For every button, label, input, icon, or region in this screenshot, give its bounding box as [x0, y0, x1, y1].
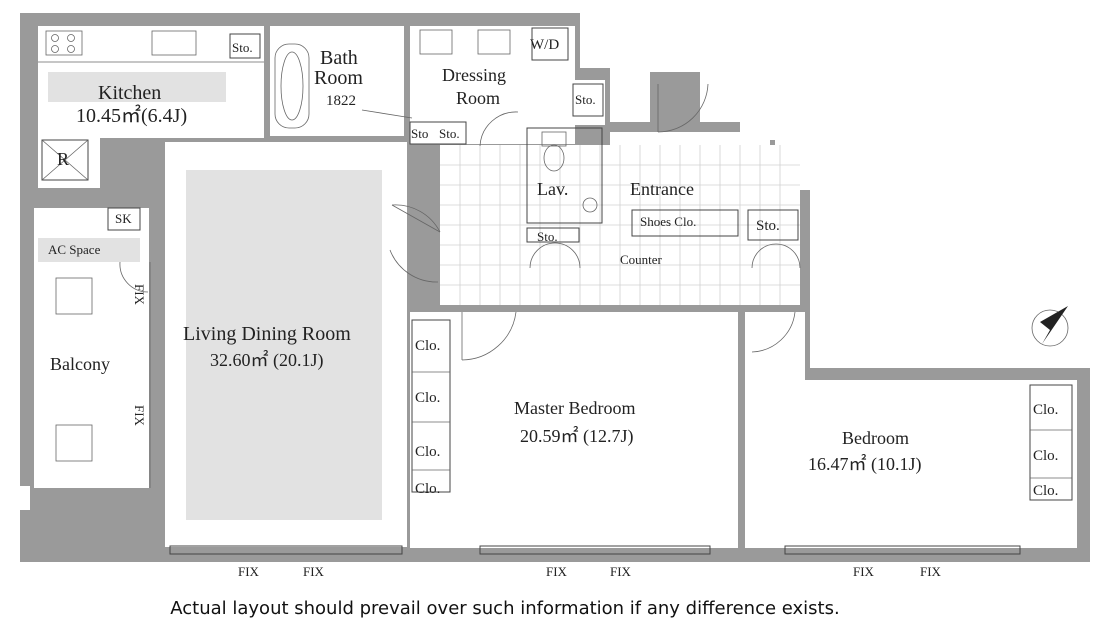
kitchen-storage: [229, 33, 261, 59]
compass-icon: [1031, 306, 1069, 347]
dressing-area: [410, 26, 575, 144]
dressing-label-1: Dressing: [442, 65, 506, 85]
stove-icon: [45, 30, 83, 56]
dressing-sto-label: Sto.: [575, 92, 596, 107]
burner-icon: [67, 45, 75, 53]
fix-label: FIX: [132, 284, 147, 306]
hall-tiles: [440, 145, 800, 305]
ac-unit-icon: [55, 424, 93, 462]
entrance-storage: [747, 209, 799, 241]
storage-right: [572, 83, 604, 117]
refrigerator-cross: [41, 139, 89, 181]
bath-label-2: Room: [314, 67, 363, 89]
sink-sk: [107, 207, 141, 231]
counter-label: Counter: [620, 252, 663, 267]
living-rug: [186, 170, 382, 520]
refrigerator-space: [41, 139, 89, 181]
ac-space-label: AC Space: [48, 242, 101, 257]
balcony-label: Balcony: [50, 354, 110, 374]
ac-unit-icon: [55, 277, 93, 315]
closet-label: Clo.: [415, 481, 440, 497]
vanity-sink-icon: [477, 29, 511, 55]
burner-icon: [67, 34, 75, 42]
entrance-label: Entrance: [630, 179, 694, 199]
closet-label: Clo.: [1033, 448, 1058, 464]
toilet-tank-icon: [541, 131, 567, 147]
burner-icon: [51, 34, 59, 42]
living-area-label: 32.60㎡ (20.1J): [210, 349, 324, 371]
closet-label: Clo.: [1033, 402, 1058, 418]
bedroom-label: Bedroom: [842, 428, 909, 448]
master-closets: [411, 319, 451, 493]
sk-label: SK: [115, 211, 132, 226]
floor-plan: Kitchen 10.45㎡(6.4J) R Sto. Bath Room 18…: [20, 13, 1090, 579]
fix-label: FIX: [303, 564, 325, 579]
disclaimer-text: Actual layout should prevail over such i…: [170, 598, 840, 619]
closet-label: Clo.: [415, 444, 440, 460]
bath-label-1: Bath: [320, 47, 358, 69]
lav-sto-label: Sto.: [537, 229, 558, 244]
kitchen-area-label: 10.45㎡(6.4J): [76, 103, 187, 127]
bathtub-basin-icon: [280, 51, 304, 121]
kitchen-counter: [48, 72, 226, 102]
bathtub-icon: [274, 43, 310, 129]
shoes-closet-label: Shoes Clo.: [640, 214, 696, 229]
refrigerator-label: R: [57, 149, 69, 169]
fix-label: FIX: [610, 564, 632, 579]
fix-label: FIX: [920, 564, 942, 579]
living-label: Living Dining Room: [183, 323, 351, 345]
storage-area: [575, 80, 605, 125]
bedroom-area: [745, 312, 805, 548]
sto-label-b: Sto.: [439, 126, 460, 141]
closet-label: Clo.: [415, 390, 440, 406]
closet-label: Clo.: [1033, 483, 1058, 499]
entrance-area: [610, 132, 770, 232]
lav-storage: [526, 227, 580, 243]
fix-label: FIX: [546, 564, 568, 579]
windows: [169, 545, 1021, 555]
sto-label-a: Sto: [411, 126, 428, 141]
closet-label: Clo.: [415, 338, 440, 354]
vanity-sink-icon: [419, 29, 453, 55]
dressing-storage: [409, 121, 467, 145]
bath-code-label: 1822: [326, 93, 356, 109]
lavatory-room: [526, 127, 603, 224]
kitchen-label: Kitchen: [98, 82, 161, 104]
toilet-icon: [543, 144, 565, 172]
bedroom-area-right: [805, 380, 1077, 548]
fix-label: FIX: [238, 564, 260, 579]
dressing-label-2: Room: [456, 88, 500, 108]
master-bedroom-label: Master Bedroom: [514, 398, 635, 418]
ac-space-area: [38, 238, 140, 262]
master-bedroom-area: [410, 312, 738, 548]
lav-sink-icon: [582, 197, 598, 213]
master-bedroom-area-label: 20.59㎡ (12.7J): [520, 425, 634, 447]
bedroom-area-label: 16.47㎡ (10.1J): [808, 453, 922, 475]
shoes-closet: [631, 209, 739, 237]
fix-label: FIX: [132, 405, 147, 427]
burner-icon: [51, 45, 59, 53]
bedroom-closets: [1029, 384, 1073, 501]
entrance-sto-label: Sto.: [756, 218, 780, 234]
washer-dryer: [531, 27, 569, 61]
lav-label: Lav.: [537, 179, 568, 199]
wd-label: W/D: [530, 37, 559, 53]
fix-label: FIX: [853, 564, 875, 579]
kitchen-sto-label: Sto.: [232, 40, 253, 55]
bath-label-leader: [361, 109, 413, 119]
kitchen-sink-icon: [151, 30, 197, 56]
door-swings: [119, 83, 801, 361]
